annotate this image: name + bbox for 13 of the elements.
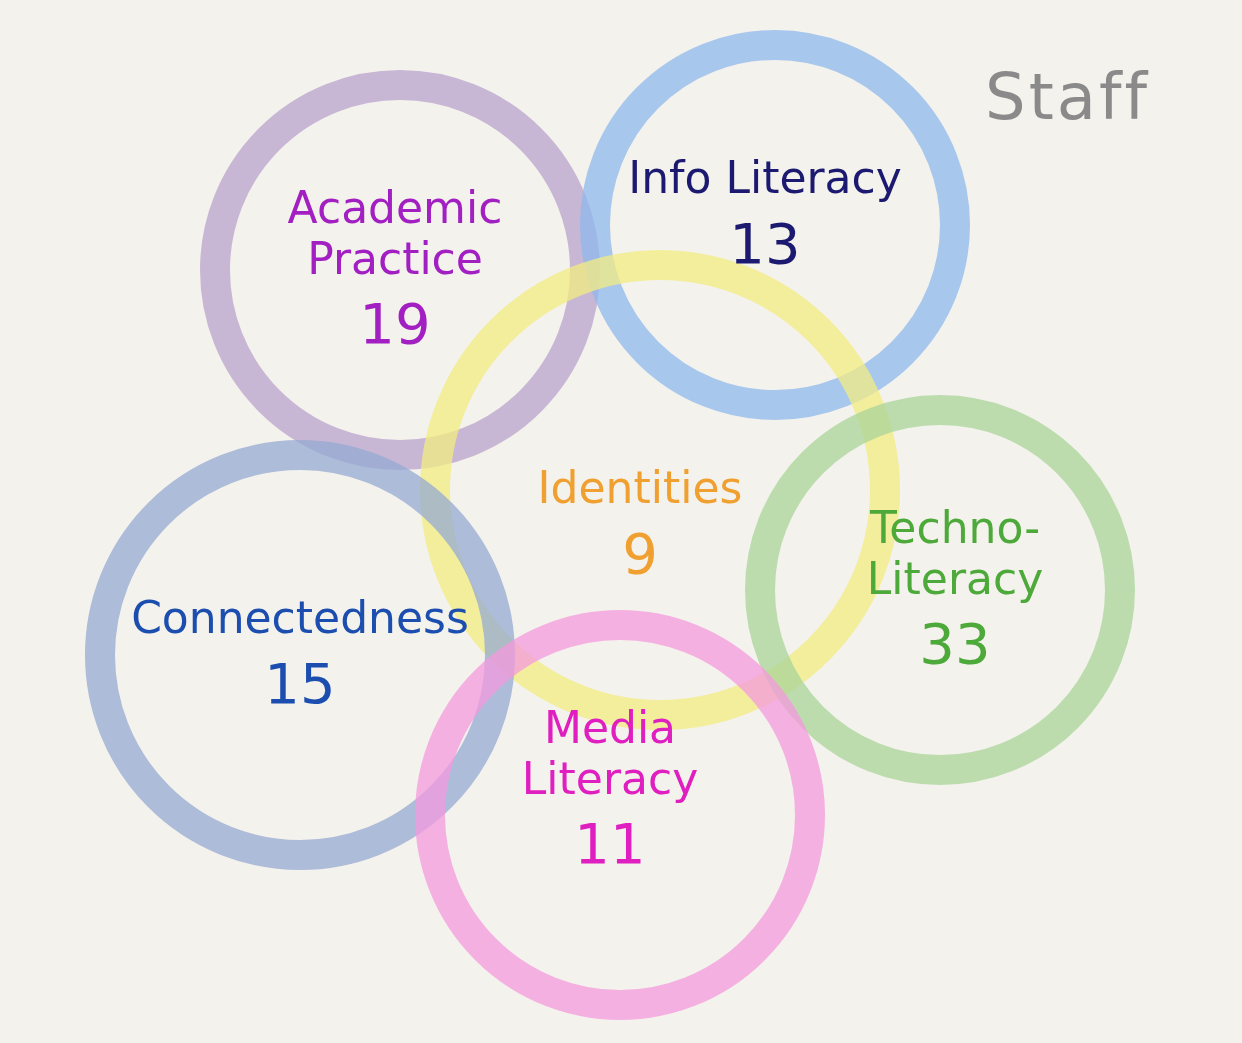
count-label: 19 — [359, 290, 431, 358]
category-label: Academic Practice — [286, 182, 504, 284]
category-label: Info Literacy — [627, 153, 903, 204]
category-label: Media Literacy — [520, 702, 700, 804]
category-label: Techno-Literacy — [865, 502, 1045, 604]
category-label: Connectedness — [130, 593, 470, 644]
count-label: 33 — [919, 610, 991, 678]
count-label: 15 — [264, 649, 336, 717]
category-label: Identities — [536, 463, 744, 514]
count-label: 13 — [729, 209, 801, 277]
count-label: 11 — [574, 810, 646, 878]
title: Staff — [985, 60, 1150, 134]
count-label: 9 — [622, 519, 658, 587]
